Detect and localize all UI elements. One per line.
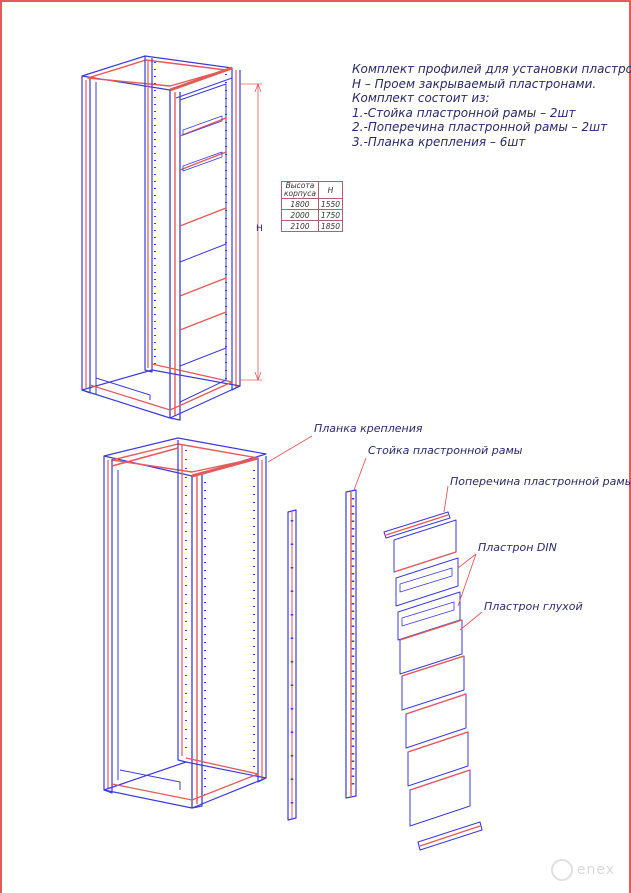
logo-mark-icon	[550, 859, 573, 881]
dimension-h-label: H	[256, 224, 263, 234]
table-row: 2000 1750	[281, 209, 344, 221]
callout-blank-panel: Пластрон глухой	[484, 600, 583, 613]
notes-h-definition: H – Проем закрываемый пластронами.	[352, 76, 597, 91]
sheet-border-right	[629, 0, 631, 893]
height-table: Высота корпуса H 1800 1550 2000 1750 210…	[281, 181, 344, 232]
notes-item-1: 1.-Стойка пластронной рамы – 2шт	[352, 105, 576, 120]
bottom-cabinet-drawing	[103, 437, 267, 809]
brand-logo: enex	[550, 859, 615, 881]
sheet-border-top	[0, 0, 631, 2]
callout-mounting-strip: Планка крепления	[314, 422, 423, 435]
kit-notes: Комплект профилей для установки пластрон…	[352, 62, 631, 149]
table-header-h: H	[317, 181, 344, 199]
table-row: 1800 1550	[281, 198, 344, 210]
sheet-border-left	[0, 0, 2, 893]
callout-din-panel: Пластрон DIN	[478, 541, 557, 554]
notes-title: Комплект профилей для установки пластрон…	[352, 62, 631, 76]
callout-leaders	[267, 435, 483, 631]
frame-post-drawing	[345, 489, 357, 799]
table-header-height: Высота корпуса	[281, 181, 319, 199]
exploded-panels-drawing	[383, 511, 483, 851]
notes-item-2: 2.-Поперечина пластронной рамы – 2шт	[352, 120, 608, 134]
table-cell: 1850	[317, 220, 344, 232]
table-cell: 1550	[317, 198, 344, 210]
table-cell: 1800	[281, 198, 319, 210]
mounting-strip-drawing	[287, 509, 297, 821]
table-cell: 2000	[281, 209, 319, 221]
table-header-row: Высота корпуса H	[281, 181, 344, 199]
table-row: 2100 1850	[281, 220, 344, 232]
callout-crossbar: Поперечина пластронной рамы	[450, 475, 631, 488]
top-cabinet-drawing	[81, 55, 262, 421]
notes-kit-header: Комплект состоит из:	[352, 91, 490, 105]
table-cell: 1750	[317, 209, 344, 221]
table-cell: 2100	[281, 220, 319, 232]
notes-item-3: 3.-Планка крепления – 6шт	[352, 134, 526, 149]
callout-frame-post: Стойка пластронной рамы	[368, 444, 523, 457]
logo-text: enex	[576, 862, 615, 878]
